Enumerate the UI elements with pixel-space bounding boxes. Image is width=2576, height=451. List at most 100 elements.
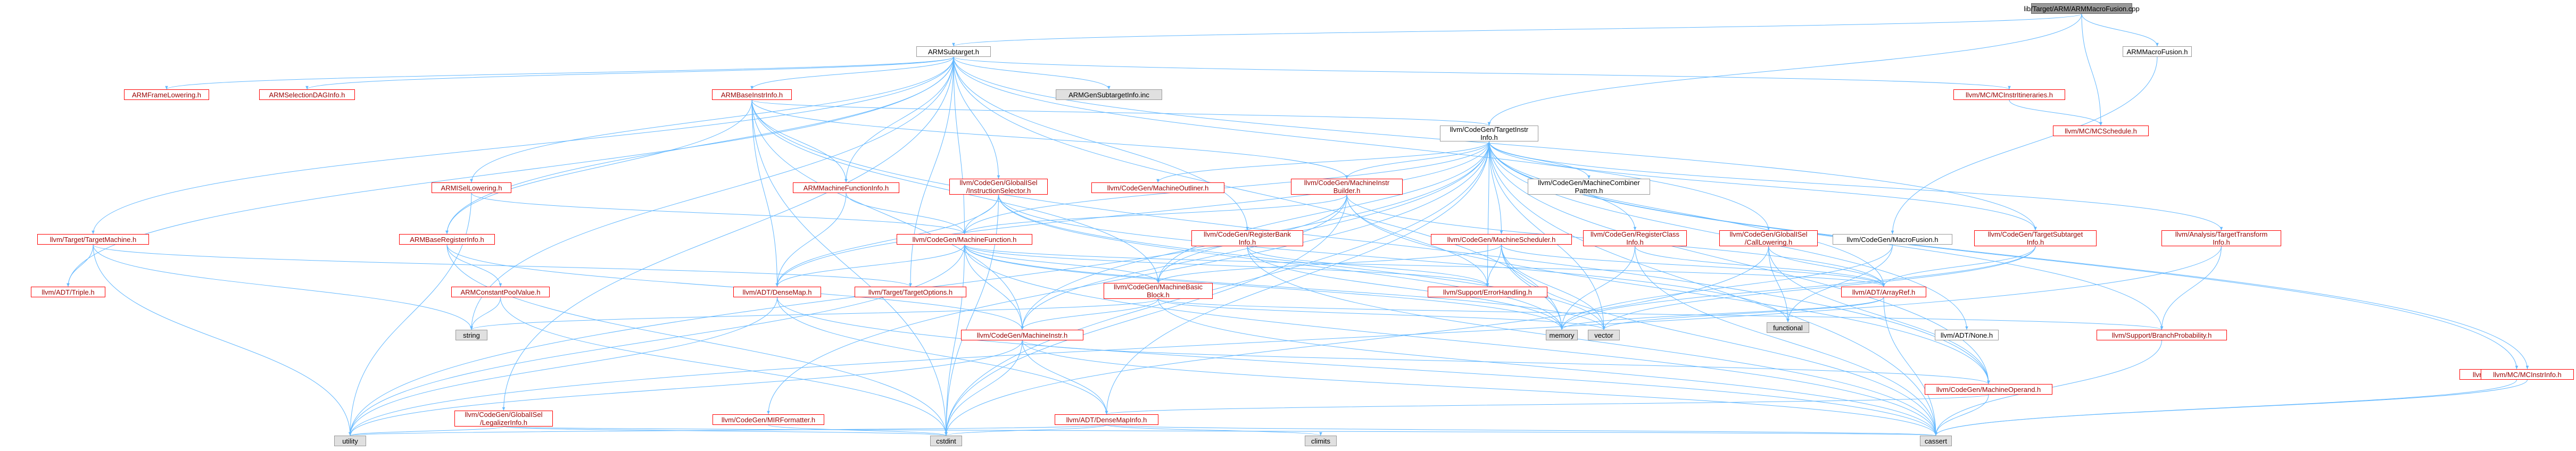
graph-edge bbox=[953, 56, 1770, 231]
graph-node-machinecombiner[interactable]: llvm/CodeGen/MachineCombiner Pattern.h bbox=[1528, 179, 1650, 195]
graph-edge bbox=[998, 194, 1605, 330]
graph-edge bbox=[1156, 141, 1489, 183]
graph-edge bbox=[1022, 340, 1937, 436]
graph-node-armisellowering[interactable]: ARMISelLowering.h bbox=[432, 182, 511, 193]
graph-node-cstdint[interactable]: cstdint bbox=[930, 436, 962, 446]
graph-node-machinefunction[interactable]: llvm/CodeGen/MachineFunction.h bbox=[897, 234, 1032, 245]
graph-node-climits[interactable]: climits bbox=[1305, 436, 1337, 446]
graph-node-vector[interactable]: vector bbox=[1588, 330, 1620, 340]
graph-edge bbox=[953, 56, 966, 235]
graph-edge bbox=[1158, 298, 2163, 330]
graph-node-registerclassinfo[interactable]: llvm/CodeGen/RegisterClass Info.h bbox=[1583, 230, 1687, 246]
graph-node-analysistargettransform[interactable]: llvm/Analysis/TargetTransform Info.h bbox=[2161, 230, 2281, 246]
graph-edge bbox=[964, 244, 1563, 330]
graph-node-armmacrofusion[interactable]: ARMMacroFusion.h bbox=[2123, 46, 2192, 57]
graph-node-machinescheduler[interactable]: llvm/CodeGen/MachineScheduler.h bbox=[1431, 234, 1572, 245]
graph-edge bbox=[1156, 141, 1489, 283]
graph-node-codegenmacrofusion[interactable]: llvm/CodeGen/MacroFusion.h bbox=[1833, 234, 1952, 245]
graph-node-armgensubtarget[interactable]: ARMGenSubtargetInfo.inc bbox=[1056, 89, 1162, 100]
graph-node-armframelowering[interactable]: ARMFrameLowering.h bbox=[124, 89, 209, 100]
graph-edge bbox=[446, 244, 502, 287]
graph-edge bbox=[1768, 246, 1990, 385]
graph-node-memory[interactable]: memory bbox=[1546, 330, 1578, 340]
graph-node-machineinstrbuilder[interactable]: llvm/CodeGen/MachineInstr Builder.h bbox=[1291, 179, 1403, 195]
graph-edge bbox=[1883, 297, 1937, 436]
graph-edge bbox=[945, 141, 1489, 436]
graph-edge bbox=[1560, 244, 1893, 330]
graph-node-armbaseregisterinfo[interactable]: ARMBaseRegisterInfo.h bbox=[399, 234, 495, 245]
graph-edge bbox=[1021, 298, 1158, 330]
graph-node-string[interactable]: string bbox=[455, 330, 487, 340]
graph-node-adttriple[interactable]: llvm/ADT/Triple.h bbox=[31, 287, 105, 297]
graph-node-targettargetmachine[interactable]: llvm/Target/TargetMachine.h bbox=[37, 234, 149, 245]
graph-node-armsubtarget[interactable]: ARMSubtarget.h bbox=[916, 46, 991, 57]
graph-edge bbox=[1560, 246, 2036, 330]
graph-node-armconstantpoolvalue[interactable]: ARMConstantPoolValue.h bbox=[451, 287, 550, 297]
graph-node-utility[interactable]: utility bbox=[334, 436, 366, 446]
graph-node-legalizerinfo[interactable]: llvm/CodeGen/GlobalISel /LegalizerInfo.h bbox=[454, 411, 553, 427]
graph-node-arrayref[interactable]: llvm/ADT/ArrayRef.h bbox=[1841, 287, 1926, 297]
graph-edge bbox=[1021, 194, 1347, 330]
graph-edge bbox=[1635, 246, 1885, 287]
graph-node-machineoutliner[interactable]: llvm/CodeGen/MachineOutliner.h bbox=[1091, 182, 1224, 193]
graph-node-adtnone[interactable]: llvm/ADT/None.h bbox=[1935, 330, 1999, 340]
graph-edge bbox=[751, 99, 1490, 126]
graph-edge bbox=[1602, 297, 1884, 330]
graph-edge bbox=[471, 193, 966, 235]
graph-edge bbox=[1882, 246, 2036, 287]
graph-node-functional[interactable]: functional bbox=[1767, 322, 1809, 333]
graph-node-densemapinfo[interactable]: llvm/ADT/DenseMapInfo.h bbox=[1055, 414, 1158, 425]
graph-edge bbox=[945, 194, 1347, 436]
graph-node-branchprob[interactable]: llvm/Support/BranchProbability.h bbox=[2097, 330, 2227, 340]
graph-node-targetinstrinfo[interactable]: llvm/CodeGen/TargetInstr Info.h bbox=[1440, 126, 1538, 141]
graph-edge bbox=[953, 56, 2037, 231]
graph-edge bbox=[1602, 246, 2036, 330]
graph-node-mirformatter[interactable]: llvm/CodeGen/MIRFormatter.h bbox=[713, 414, 824, 425]
graph-edge bbox=[963, 141, 1489, 235]
graph-edge bbox=[775, 244, 965, 287]
graph-node-mcinstritineraries[interactable]: llvm/MC/MCInstrItineraries.h bbox=[1953, 89, 2065, 100]
graph-node-machineinstr[interactable]: llvm/CodeGen/MachineInstr.h bbox=[961, 330, 1083, 340]
graph-node-targetsubtargetinfo[interactable]: llvm/CodeGen/TargetSubtarget Info.h bbox=[1974, 230, 2097, 246]
graph-edge bbox=[93, 244, 352, 436]
graph-edge bbox=[964, 244, 1885, 287]
graph-node-mcinstrinfo[interactable]: llvm/MC/MCInstrInfo.h bbox=[2481, 369, 2574, 380]
graph-edge bbox=[93, 244, 912, 287]
graph-node-targetoptions[interactable]: llvm/Target/TargetOptions.h bbox=[855, 287, 966, 297]
graph-edge bbox=[751, 99, 1348, 179]
graph-node-errorhandling[interactable]: llvm/Support/ErrorHandling.h bbox=[1428, 287, 1547, 297]
graph-edge bbox=[1247, 246, 1489, 287]
graph-edge bbox=[751, 99, 1990, 385]
graph-edge bbox=[500, 297, 948, 436]
graph-edge bbox=[964, 244, 1024, 330]
graph-edge bbox=[349, 193, 472, 436]
graph-node-armbaseinstrinfo[interactable]: ARMBaseInstrInfo.h bbox=[712, 89, 792, 100]
graph-node-machinebasicblock[interactable]: llvm/CodeGen/MachineBasic Block.h bbox=[1104, 283, 1213, 299]
graph-edge bbox=[998, 194, 1790, 323]
graph-node-globalisel_is[interactable]: llvm/CodeGen/GlobalISel /InstructionSele… bbox=[949, 179, 1048, 195]
graph-edge bbox=[445, 56, 954, 235]
graph-edge bbox=[751, 99, 948, 436]
graph-node-registerbankinfo[interactable]: llvm/CodeGen/RegisterBank Info.h bbox=[1191, 230, 1303, 246]
graph-node-globalisel_cl[interactable]: llvm/CodeGen/GlobalISel /CallLowering.h bbox=[1719, 230, 1818, 246]
graph-node-armselectiondag[interactable]: ARMSelectionDAGInfo.h bbox=[259, 89, 355, 100]
graph-edge bbox=[1560, 246, 1635, 330]
graph-node-cassert[interactable]: cassert bbox=[1920, 436, 1952, 446]
graph-node-densemap[interactable]: llvm/ADT/DenseMap.h bbox=[733, 287, 821, 297]
graph-edge bbox=[1501, 244, 1885, 287]
graph-edge bbox=[953, 56, 1249, 231]
graph-edge bbox=[1156, 244, 1502, 283]
graph-edge bbox=[349, 246, 2222, 436]
graph-node-mcschedule[interactable]: llvm/MC/MCSchedule.h bbox=[2053, 126, 2149, 136]
graph-edge bbox=[1247, 246, 1937, 436]
graph-edge bbox=[349, 424, 1107, 436]
graph-edge bbox=[1022, 340, 1990, 385]
graph-edge bbox=[1106, 424, 1937, 436]
graph-node-armmachinefunctioninfo[interactable]: ARMMachineFunctionInfo.h bbox=[793, 182, 899, 193]
graph-node-machineoperand[interactable]: llvm/CodeGen/MachineOperand.h bbox=[1925, 384, 2052, 395]
graph-edge bbox=[909, 56, 954, 287]
graph-node-root[interactable]: lib/Target/ARM/ARMMacroFusion.cpp bbox=[2024, 3, 2140, 14]
graph-edge bbox=[349, 297, 777, 436]
graph-edge bbox=[953, 56, 1111, 90]
